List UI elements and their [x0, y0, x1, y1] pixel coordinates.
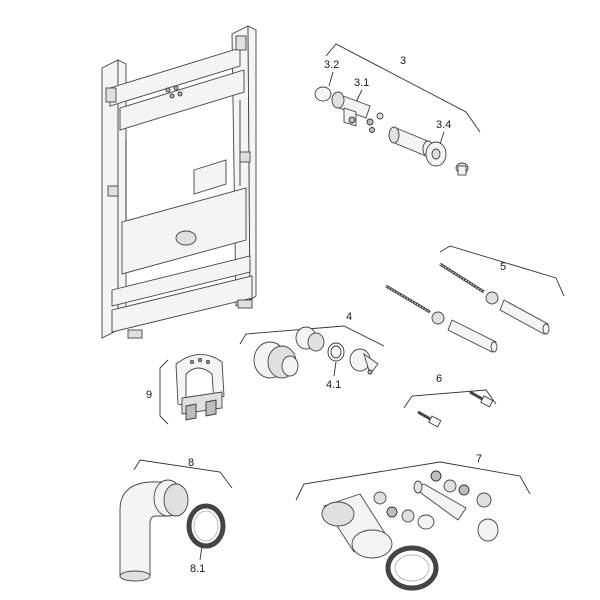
label-3-2: 3.2	[324, 59, 339, 71]
part-3-end-cap	[455, 162, 469, 176]
part-3-2-cap	[314, 86, 332, 102]
label-3-1: 3.1	[354, 77, 369, 89]
part-4-sleeve	[295, 326, 325, 352]
group-8-elbow: 8 8.1	[119, 457, 233, 582]
part-5-nut	[485, 291, 499, 305]
part-7-pipe	[321, 493, 393, 559]
part-6-bolt-2	[469, 390, 494, 408]
part-9-pipe-holder	[175, 354, 225, 421]
part-7-sleeve	[413, 480, 467, 521]
group-3-bracket	[325, 43, 481, 133]
part-3-small-fittings	[366, 112, 384, 133]
part-8-elbow-pipe	[119, 479, 189, 582]
group-6-bolts: 6	[403, 373, 497, 428]
group-4-connection-set: 4 4.1	[239, 311, 385, 391]
label-3-4: 3.4	[436, 119, 451, 131]
part-7-ring	[385, 545, 439, 591]
mounting-frame	[101, 25, 257, 339]
part-5-sleeve	[499, 299, 549, 335]
group-5-bracket	[439, 245, 565, 297]
group-9-holder: 9	[146, 354, 225, 425]
part-4-connector-large	[253, 341, 299, 379]
part-6-bolt-1	[417, 410, 442, 428]
label-8: 8	[188, 457, 194, 469]
label-3: 3	[400, 55, 406, 67]
group-6-bracket	[403, 389, 497, 409]
label-9: 9	[146, 389, 152, 401]
part-5-nut-2	[431, 311, 445, 325]
label-5: 5	[500, 261, 506, 273]
group-3-valve-set: 3 3.2 3.1 3.4	[314, 43, 481, 176]
group-4-bracket	[239, 325, 385, 347]
label-7: 7	[476, 453, 482, 465]
group-5-threaded-rods: 5	[385, 245, 565, 353]
label-8-1: 8.1	[190, 563, 205, 575]
group-7-bracket	[295, 461, 531, 501]
part-8-1-seal	[186, 503, 226, 549]
label-4-1: 4.1	[326, 379, 341, 391]
part-5-sleeve-2	[447, 319, 497, 353]
part-3-1-valve	[331, 91, 371, 127]
part-4-elbow	[349, 348, 379, 375]
label-6: 6	[436, 373, 442, 385]
group-9-bracket	[159, 359, 169, 425]
group-7-flush-pipe-set: 7	[295, 453, 531, 591]
label-4: 4	[346, 311, 352, 323]
part-7-small-fittings	[373, 470, 499, 542]
group-8-bracket	[133, 459, 233, 489]
